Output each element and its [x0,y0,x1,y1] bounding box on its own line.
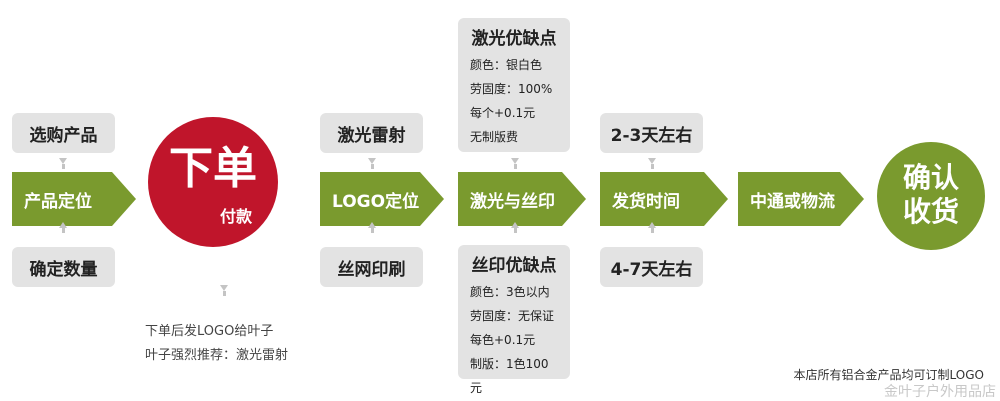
connector-down [220,285,228,296]
laser-pros-cons-box: 激光优缺点 颜色：银白色 劳固度：100% 每个+0.1元 无制版费 [458,18,570,152]
arrow-shape [458,172,586,226]
laser-line: 劳固度：100% [470,82,553,96]
footer-note: 本店所有铝合金产品均可订制LOGO [793,368,984,382]
arrow-product-positioning: 产品定位 [12,172,136,226]
confirm-quantity-label: 确定数量 [29,259,98,280]
connector-down [368,158,376,169]
watermark: 金叶子户外用品店 [884,384,996,400]
delivery-2-3-days-box: 2-3天左右 [600,113,703,153]
arrow-shape [600,172,728,226]
confirm-line: 收货 [902,195,959,228]
laser-line: 无制版费 [470,130,519,144]
connector-down [511,158,519,169]
laser-engraving-box: 激光雷射 [320,113,423,153]
screen-printing-box: 丝网印刷 [320,247,423,287]
silk-line: 制版：1色100元 [470,357,549,395]
laser-line: 每个+0.1元 [470,106,536,120]
arrow-label: LOGO定位 [332,191,420,212]
arrow-shape [738,172,864,226]
silk-line: 劳固度：无保证 [470,309,555,323]
order-note: 下单后发LOGO给叶子 叶子强烈推荐：激光雷射 [145,320,345,368]
arrow-logo-positioning: LOGO定位 [320,172,444,226]
arrow-label: 中通或物流 [750,191,835,212]
laser-engraving-label: 激光雷射 [337,125,406,146]
delivery-4-7-days-box: 4-7天左右 [600,247,703,287]
confirm-line: 确认 [902,161,959,194]
laser-line: 颜色：银白色 [470,58,543,72]
screen-printing-label: 丝网印刷 [337,259,406,280]
silk-line: 颜色：3色以内 [470,285,550,299]
arrow-courier-or-logistics: 中通或物流 [738,172,864,226]
delivery-2-3-days-label: 2-3天左右 [610,125,693,146]
confirm-receipt-circle: 确认 收货 [877,142,985,250]
delivery-4-7-days-label: 4-7天左右 [610,259,693,280]
arrow-shipping-time: 发货时间 [600,172,728,226]
arrow-label: 产品定位 [24,191,92,212]
order-sub-label: 付款 [220,207,253,226]
arrow-laser-and-silk: 激光与丝印 [458,172,586,226]
silk-pros-cons-title: 丝印优缺点 [471,256,557,276]
order-main-label: 下单 [169,143,257,194]
laser-pros-cons-title: 激光优缺点 [471,29,557,49]
order-note-line: 下单后发LOGO给叶子 [145,324,274,339]
arrow-shape [320,172,444,226]
silk-line: 每色+0.1元 [470,333,536,347]
arrow-label: 激光与丝印 [470,191,555,212]
order-note-line: 叶子强烈推荐：激光雷射 [145,348,289,363]
connector-down [59,158,67,169]
confirm-quantity-box: 确定数量 [12,247,115,287]
silk-pros-cons-box: 丝印优缺点 颜色：3色以内 劳固度：无保证 每色+0.1元 制版：1色100元 [458,245,570,395]
arrow-label: 发货时间 [612,191,680,212]
select-product-box: 选购产品 [12,113,115,153]
order-circle: 下单 付款 [148,117,278,247]
connector-down [648,158,656,169]
select-product-label: 选购产品 [29,125,98,146]
arrow-shape [12,172,136,226]
